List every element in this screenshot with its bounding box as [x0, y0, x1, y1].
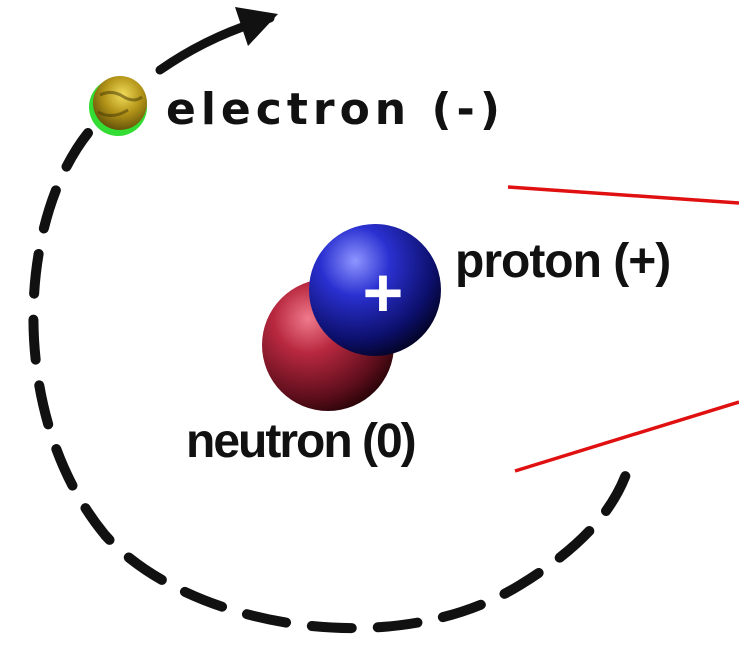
proton-pointer-line: [507, 185, 739, 205]
electron-label: electron (-): [166, 84, 505, 135]
orbit-direction-arrow-icon: [155, 7, 278, 75]
proton-label: proton (+): [455, 235, 671, 288]
proton-particle: [309, 224, 441, 356]
electron-particle: [89, 76, 147, 136]
electron-orbit: [28, 128, 637, 634]
neutron-pointer-line: [514, 400, 739, 473]
neutron-label: neutron (0): [186, 415, 417, 468]
proton-plus-icon: +: [363, 253, 404, 331]
